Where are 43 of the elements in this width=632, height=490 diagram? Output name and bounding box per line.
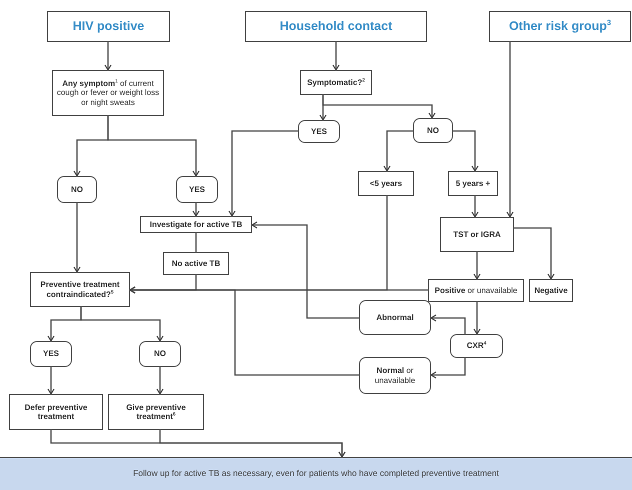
- start-box: Household contact: [245, 11, 427, 42]
- arrow: [129, 286, 359, 376]
- note-band: Follow up for active TB as necessary, even for patients who have completed preventive treatment: [0, 457, 632, 490]
- arrow: [430, 314, 466, 334]
- arrow: [332, 42, 340, 71]
- result-box: Abnormal: [359, 300, 431, 335]
- arrow: [73, 203, 81, 273]
- start-box: Other risk group$^{3}$: [489, 11, 631, 42]
- arrow: [453, 130, 479, 172]
- result-box: Positive or unavailable: [428, 279, 524, 302]
- arrow: [47, 367, 55, 395]
- answer-box: NO: [139, 341, 181, 367]
- result-box: Negative: [529, 279, 573, 302]
- arrow: [251, 221, 359, 319]
- arrow: [383, 130, 413, 172]
- arrow: [228, 130, 298, 217]
- arrow: [473, 302, 481, 335]
- arrow: [514, 227, 555, 280]
- connector-line: [195, 233, 197, 252]
- process-box: <5 years: [358, 171, 414, 196]
- arrow: [159, 430, 346, 458]
- arrow: [107, 116, 200, 177]
- process-box: Investigate for active TB: [140, 216, 252, 233]
- outcome-box: Defer preventive treatment: [9, 394, 103, 430]
- arrow: [471, 196, 479, 218]
- answer-box: YES: [30, 341, 72, 367]
- result-box: Normal or unavailable: [359, 357, 431, 394]
- arrow: [192, 203, 200, 217]
- process-box: TST or IGRA: [440, 217, 514, 252]
- arrow: [473, 252, 481, 280]
- arrow: [104, 42, 112, 71]
- arrow: [506, 42, 514, 218]
- answer-box: YES: [298, 120, 340, 143]
- answer-box: NO: [57, 176, 97, 203]
- arrow: [80, 307, 164, 342]
- process-box: 5 years +: [448, 171, 498, 196]
- arrow: [322, 95, 436, 119]
- answer-box: YES: [176, 176, 218, 203]
- start-box: HIV positive: [47, 11, 170, 42]
- answer-box: NO: [413, 118, 453, 143]
- result-box: No active TB: [163, 252, 229, 275]
- arrow: [430, 358, 466, 379]
- arrow: [156, 367, 164, 395]
